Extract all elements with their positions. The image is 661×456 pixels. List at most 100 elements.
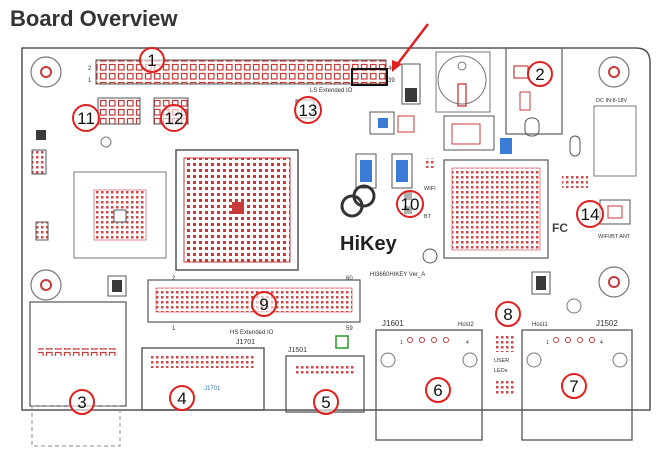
buzzer-capacitor [435,51,491,113]
memory-chip [73,171,167,259]
component-block-b [369,111,395,135]
callout-number: 5 [321,393,330,412]
usb-pin-1-label: 1 [400,340,403,346]
callout-number: 13 [299,101,318,120]
antenna-label: WIFI/BT ANT [598,234,631,240]
dc-input-label: DC IN:8-18V [596,98,628,104]
mounting-hole-top-right [598,56,630,88]
test-point-b [422,248,438,264]
callout-number: 2 [535,65,544,84]
callout-number: 3 [77,393,86,412]
usb-pin-4-label: 4 [466,340,469,346]
callout-1: 1 [139,47,165,73]
component-chip-blue-d [396,160,408,182]
j1701-blue-label: J1701 [204,386,221,392]
soc-chip [175,149,299,271]
component-block-k [107,275,127,297]
callout-number: 14 [581,205,600,224]
pin-label-1: 1 [88,78,92,84]
callout-number: 7 [569,377,578,396]
jumper-11 [97,97,141,125]
pin-label-40: 40 [388,66,395,72]
host1-label: Host1 [532,322,548,328]
callout-circle [72,104,100,132]
callout-12: 12 [160,104,188,132]
component-chip-d [112,280,122,292]
callout-circle [160,104,188,132]
pin-label-2: 2 [88,66,92,72]
callout-circle [396,190,424,218]
component-chip-blue-b [500,138,512,154]
component-block-a [401,63,421,105]
component-block-j [562,176,588,188]
hikey-logo: HiKey HI3660HIKEY Ver_A [340,184,425,278]
mounting-hole-mid-left [30,269,62,301]
callout-circle [69,389,95,415]
callout-circle [561,373,587,399]
hs-expand-label: HS Extended IO [230,330,274,336]
mounting-hole-top-left [30,56,62,88]
callout-number: 12 [165,109,184,128]
component-chip-blue-c [360,160,372,182]
mounting-hole-mid-right [598,266,630,298]
highlight-marker [351,23,429,86]
bt-led-label: BT [424,214,432,220]
inductor-core [451,123,481,145]
j1601-label: J1601 [382,319,404,328]
callout-14: 14 [576,200,604,228]
wifi-led-label: WIFI [424,186,436,192]
hs-pin-label-59: 59 [346,326,353,332]
callout-number: 10 [401,195,420,214]
wifi-bt-module [443,159,549,259]
user-leds: USER LEDs [494,336,514,394]
pin-label-39: 39 [388,78,395,84]
usb2-pin-1-label: 1 [546,340,549,346]
callout-5: 5 [313,389,339,415]
hs-pin-label-60: 60 [346,276,353,282]
callout-11: 11 [72,104,100,132]
component-block-c [397,115,415,133]
user-label: USER [494,358,509,364]
component-chip-a [405,88,417,102]
callout-number: 9 [259,295,268,314]
microsd-slot [29,301,127,447]
hs-pin-label-1: 1 [172,326,176,332]
hdmi-port: J1701 J1701 [141,339,265,411]
callout-4: 4 [169,385,195,411]
hs-pin-label-2: 2 [172,276,176,282]
leds-label: LEDs [494,368,508,374]
usb-host2-port: J1601 Host2 1 4 [375,319,483,441]
callout-8: 8 [495,301,521,327]
callout-circle [495,301,521,327]
callout-2: 2 [527,61,553,87]
callout-number: 6 [433,381,442,400]
callout-number: 11 [77,109,95,128]
callout-circle [139,47,165,73]
component-block-e [35,221,49,241]
component-chip-c [536,276,546,290]
callout-number: 4 [177,389,186,408]
inductor [443,115,495,151]
component-chip-blue-a [378,118,388,128]
component-block-f [355,153,377,189]
callout-number: 1 [147,51,156,70]
board-outline [21,47,651,411]
j1502-label: J1502 [596,319,618,328]
component-block-d [31,149,47,175]
callout-circle [251,291,277,317]
callout-circle [169,385,195,411]
board-model-label: HI3660HIKEY Ver_A [370,272,425,278]
component-chip-b [36,130,46,140]
j1701-label: J1701 [236,339,255,346]
host2-label: Host2 [458,322,474,328]
callout-circle [294,96,322,124]
callout-3: 3 [69,389,95,415]
component-block-h [424,158,434,168]
callout-10: 10 [396,190,424,218]
ls-expansion-header: 2 1 40 39 LS Extended IO [88,59,395,94]
usb2-pin-4-label: 4 [600,340,603,346]
callout-9: 9 [251,291,277,317]
